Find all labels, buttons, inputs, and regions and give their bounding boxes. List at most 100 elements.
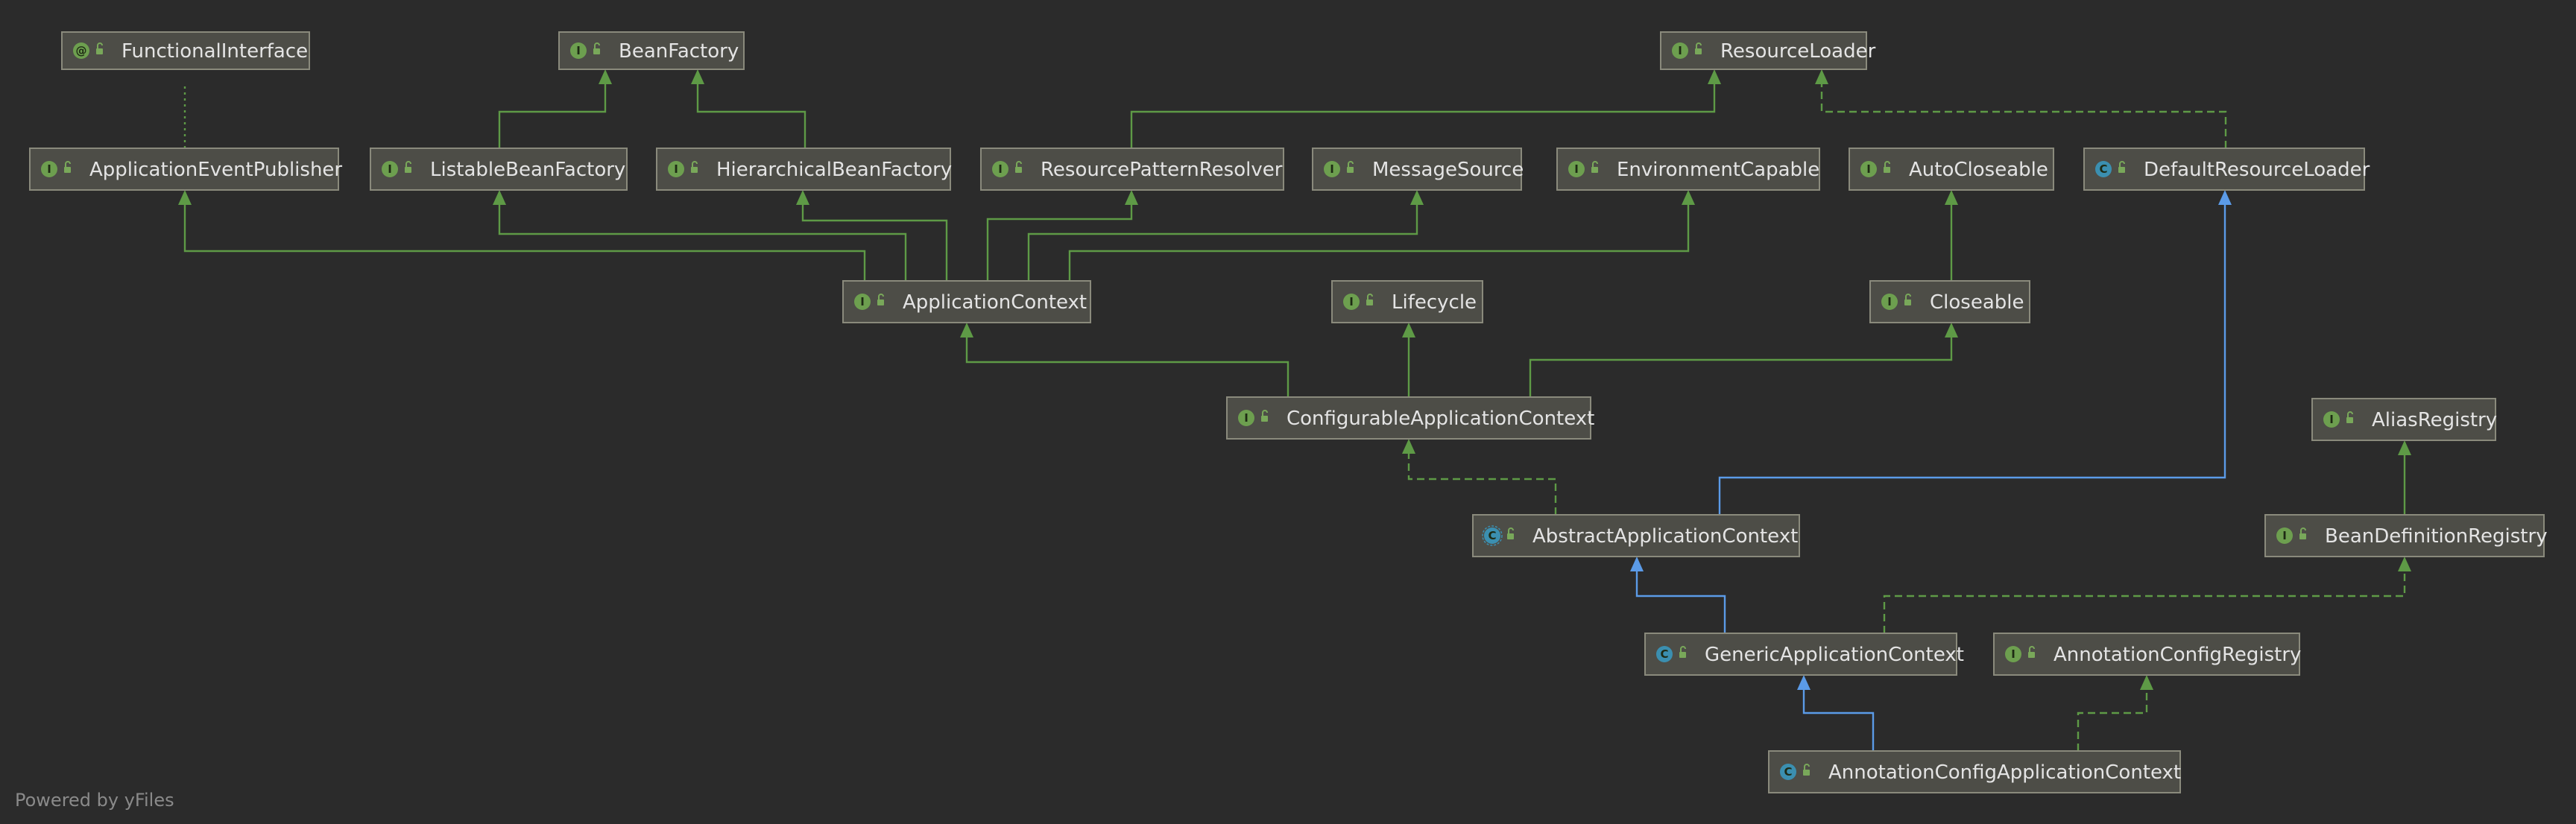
svg-text:C: C (1488, 529, 1496, 542)
edge-line (1635, 570, 1726, 633)
edge-extends (178, 190, 866, 281)
lock-icon (1904, 294, 1911, 305)
edge-line (498, 203, 907, 281)
svg-text:I: I (1866, 162, 1871, 176)
edge-line (1027, 203, 1418, 281)
edge-arrowhead (2398, 557, 2411, 571)
node-label: HierarchicalBeanFactory (716, 159, 952, 181)
svg-text:I: I (1887, 295, 1892, 308)
node-box (1472, 514, 1800, 557)
edge-arrowhead (2398, 440, 2411, 455)
node-functional-interface[interactable]: @ FunctionalInterface (61, 31, 310, 70)
interface-icon: I (992, 161, 1008, 177)
node-label: ResourcePatternResolver (1041, 159, 1283, 181)
edge-line (1407, 452, 1557, 515)
node-box (370, 148, 628, 191)
lock-icon (2118, 161, 2125, 173)
svg-text:I: I (47, 162, 51, 176)
edge-arrowhead (1630, 557, 1644, 571)
edge-arrowhead (1402, 439, 1415, 454)
interface-icon: I (570, 42, 587, 59)
node-label: ConfigurableApplicationContext (1287, 408, 1594, 430)
lock-icon (1591, 161, 1598, 173)
lock-icon (1015, 161, 1022, 173)
node-box (1644, 633, 1957, 676)
edge-extends (796, 190, 948, 281)
lock-icon (2028, 646, 2035, 658)
interface-icon: I (2005, 646, 2021, 662)
edge-line (1130, 83, 1716, 148)
svg-text:I: I (2329, 413, 2334, 426)
node-label: AnnotationConfigApplicationContext (1828, 761, 2181, 784)
node-label: EnvironmentCapable (1617, 159, 1819, 181)
edge-extends (960, 323, 1289, 397)
edge-arrowhead (2218, 190, 2232, 205)
lock-icon (1261, 410, 1268, 422)
lock-icon (1366, 294, 1373, 305)
node-hierarchical-bean-factory[interactable]: I HierarchicalBeanFactory (656, 148, 952, 191)
node-label: FunctionalInterface (121, 40, 308, 63)
edge-implements (1815, 69, 2227, 148)
interface-icon: I (1568, 161, 1585, 177)
interface-icon: I (1860, 161, 1877, 177)
edge-line (1529, 336, 1953, 397)
edge-arrowhead (1410, 190, 1424, 205)
svg-text:@: @ (76, 44, 87, 57)
interface-icon: I (382, 161, 398, 177)
node-closeable[interactable]: I Closeable (1869, 280, 2030, 323)
powered-by-footer: Powered by yFiles (15, 790, 174, 811)
svg-text:I: I (1244, 411, 1248, 425)
node-resource-loader[interactable]: I ResourceLoader (1660, 31, 1876, 70)
lock-icon (691, 161, 698, 173)
node-bean-factory[interactable]: I BeanFactory (558, 31, 745, 70)
node-label: ResourceLoader (1720, 40, 1876, 63)
svg-text:I: I (674, 162, 678, 176)
lock-icon (2346, 411, 2353, 423)
edge-line (696, 83, 806, 148)
interface-icon: I (668, 161, 684, 177)
lock-icon (405, 161, 411, 173)
edge-arrowhead (960, 323, 973, 337)
node-label: BeanFactory (619, 40, 739, 63)
edge-extends (1068, 190, 1695, 281)
edge-arrowhead (1797, 675, 1811, 690)
node-box (558, 31, 745, 70)
node-configurable-application-context[interactable]: I ConfigurableApplicationContext (1226, 396, 1594, 440)
edge-line (1068, 203, 1690, 281)
edge-extends (1027, 190, 1424, 281)
edge-arrowhead (1945, 190, 1958, 205)
lock-icon (877, 294, 884, 305)
node-auto-closeable[interactable]: I AutoCloseable (1849, 148, 2054, 191)
interface-icon: I (1672, 42, 1688, 59)
svg-text:C: C (1660, 647, 1668, 661)
node-label: Closeable (1930, 291, 2024, 314)
node-label: MessageSource (1372, 159, 1524, 181)
edge-arrowhead (1125, 190, 1138, 205)
edge-implements (1883, 557, 2411, 633)
svg-text:I: I (1349, 295, 1354, 308)
edge-extends (1402, 323, 1415, 397)
lock-icon (1347, 161, 1354, 173)
edge-extends (2398, 440, 2411, 515)
svg-text:I: I (1678, 44, 1682, 57)
node-label: AutoCloseable (1909, 159, 2048, 181)
node-environment-capable[interactable]: I EnvironmentCapable (1556, 148, 1820, 191)
node-label: BeanDefinitionRegistry (2325, 525, 2548, 548)
edge-arrowhead (1815, 69, 1828, 84)
node-box (2311, 398, 2496, 441)
node-resource-pattern-resolver[interactable]: I ResourcePatternResolver (980, 148, 1284, 191)
class-icon: C (2095, 161, 2112, 177)
